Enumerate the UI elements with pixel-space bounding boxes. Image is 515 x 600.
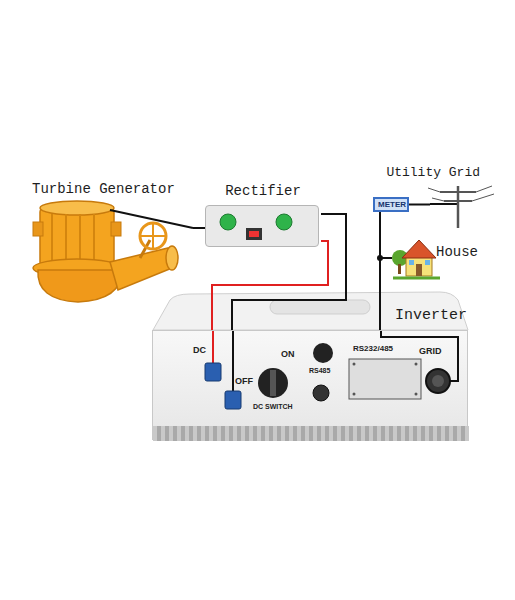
node-heading: METER	[378, 200, 406, 209]
power-pole	[428, 186, 494, 228]
wire-line	[409, 204, 430, 206]
node-heading: Turbine Generator	[32, 181, 175, 197]
wire-line	[380, 258, 392, 330]
port-label: GRID	[419, 346, 442, 356]
meter-box: METER	[373, 197, 409, 212]
node-heading: Utility Grid	[386, 166, 480, 181]
wire-line	[212, 241, 328, 330]
wire-connector	[409, 204, 430, 205]
utility-grid: Utility Grid	[430, 166, 480, 226]
inverter-box: InverterDCONOFFDC SWITCHRS485RS232/485GR…	[152, 330, 468, 440]
switch-label: OFF	[235, 376, 253, 386]
wire-connector	[212, 241, 328, 330]
house-icon	[392, 240, 440, 278]
rectifier-body	[205, 205, 319, 247]
wire-connector	[377, 255, 392, 330]
node-heading: Rectifier	[205, 183, 321, 199]
switch-label: ON	[281, 349, 295, 359]
rectifier-controls	[206, 206, 314, 248]
inverter-top	[153, 292, 468, 330]
wire-connector	[193, 228, 205, 229]
wire-line	[193, 227, 205, 229]
rectifier-box: Rectifier	[205, 183, 321, 248]
node-heading: House	[436, 244, 478, 260]
house: House	[392, 232, 482, 278]
port-label: RS485	[309, 367, 330, 375]
turbine-generator: Turbine Generator	[28, 180, 193, 310]
junction-dot	[377, 255, 383, 261]
port-label: DC	[193, 345, 206, 355]
turbine-illustration	[33, 201, 193, 302]
switch-label: DC SWITCH	[253, 403, 293, 411]
node-heading: Inverter	[395, 307, 467, 324]
port-label: RS232/485	[353, 344, 393, 353]
